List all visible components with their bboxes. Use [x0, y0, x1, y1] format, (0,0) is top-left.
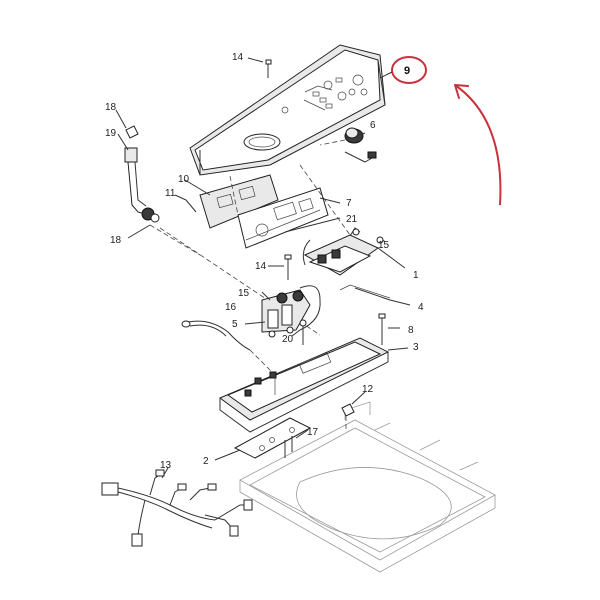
label-12: 12 [362, 384, 374, 395]
bracket-plate [184, 174, 279, 229]
label-8: 8 [408, 325, 414, 336]
mounting-plate [214, 417, 312, 461]
label-13: 13 [160, 460, 172, 471]
console-panel [189, 44, 386, 176]
label-4: 4 [418, 302, 424, 313]
water-inlet-assembly [115, 109, 201, 256]
screw-top [247, 57, 272, 78]
highlight-arrow [454, 84, 502, 206]
label-16: 16 [225, 302, 237, 313]
control-knob [319, 127, 366, 146]
label-18-top: 18 [105, 102, 117, 113]
cabinet-top-outline [239, 401, 496, 573]
cable-4 [354, 287, 411, 306]
control-board [237, 187, 341, 249]
label-15-left: 15 [238, 288, 250, 299]
console-cable [344, 151, 373, 163]
label-21: 21 [346, 214, 358, 225]
label-9: 9 [404, 65, 410, 77]
guide-line-2 [299, 164, 351, 236]
valve-assembly [244, 285, 321, 338]
label-19: 19 [105, 128, 117, 139]
highlight-annotation [379, 56, 502, 206]
label-15-right: 15 [378, 240, 390, 251]
screw-20 [291, 319, 307, 345]
label-2: 2 [203, 456, 209, 467]
label-14-top: 14 [232, 52, 244, 63]
label-18-bottom: 18 [110, 235, 122, 246]
screws-17 [284, 429, 309, 458]
highlight-circle [391, 56, 427, 84]
label-11: 11 [165, 188, 176, 199]
guide-line-1 [229, 175, 239, 216]
screw-8 [378, 313, 400, 345]
label-5: 5 [232, 319, 238, 330]
clip-12 [341, 391, 366, 430]
hose [181, 320, 276, 376]
label-10: 10 [178, 174, 190, 185]
base-tray [218, 337, 409, 433]
label-7: 7 [346, 198, 352, 209]
screw-middle [268, 254, 292, 280]
wire-harness [101, 467, 253, 547]
label-1: 1 [413, 270, 419, 281]
label-3: 3 [413, 342, 419, 353]
label-6: 6 [370, 120, 376, 131]
console-connector [367, 151, 377, 159]
label-17: 17 [307, 427, 319, 438]
screw-11 [174, 194, 197, 213]
label-20: 20 [282, 334, 294, 345]
label-14-middle: 14 [255, 261, 267, 272]
actuator-assembly [302, 227, 406, 276]
